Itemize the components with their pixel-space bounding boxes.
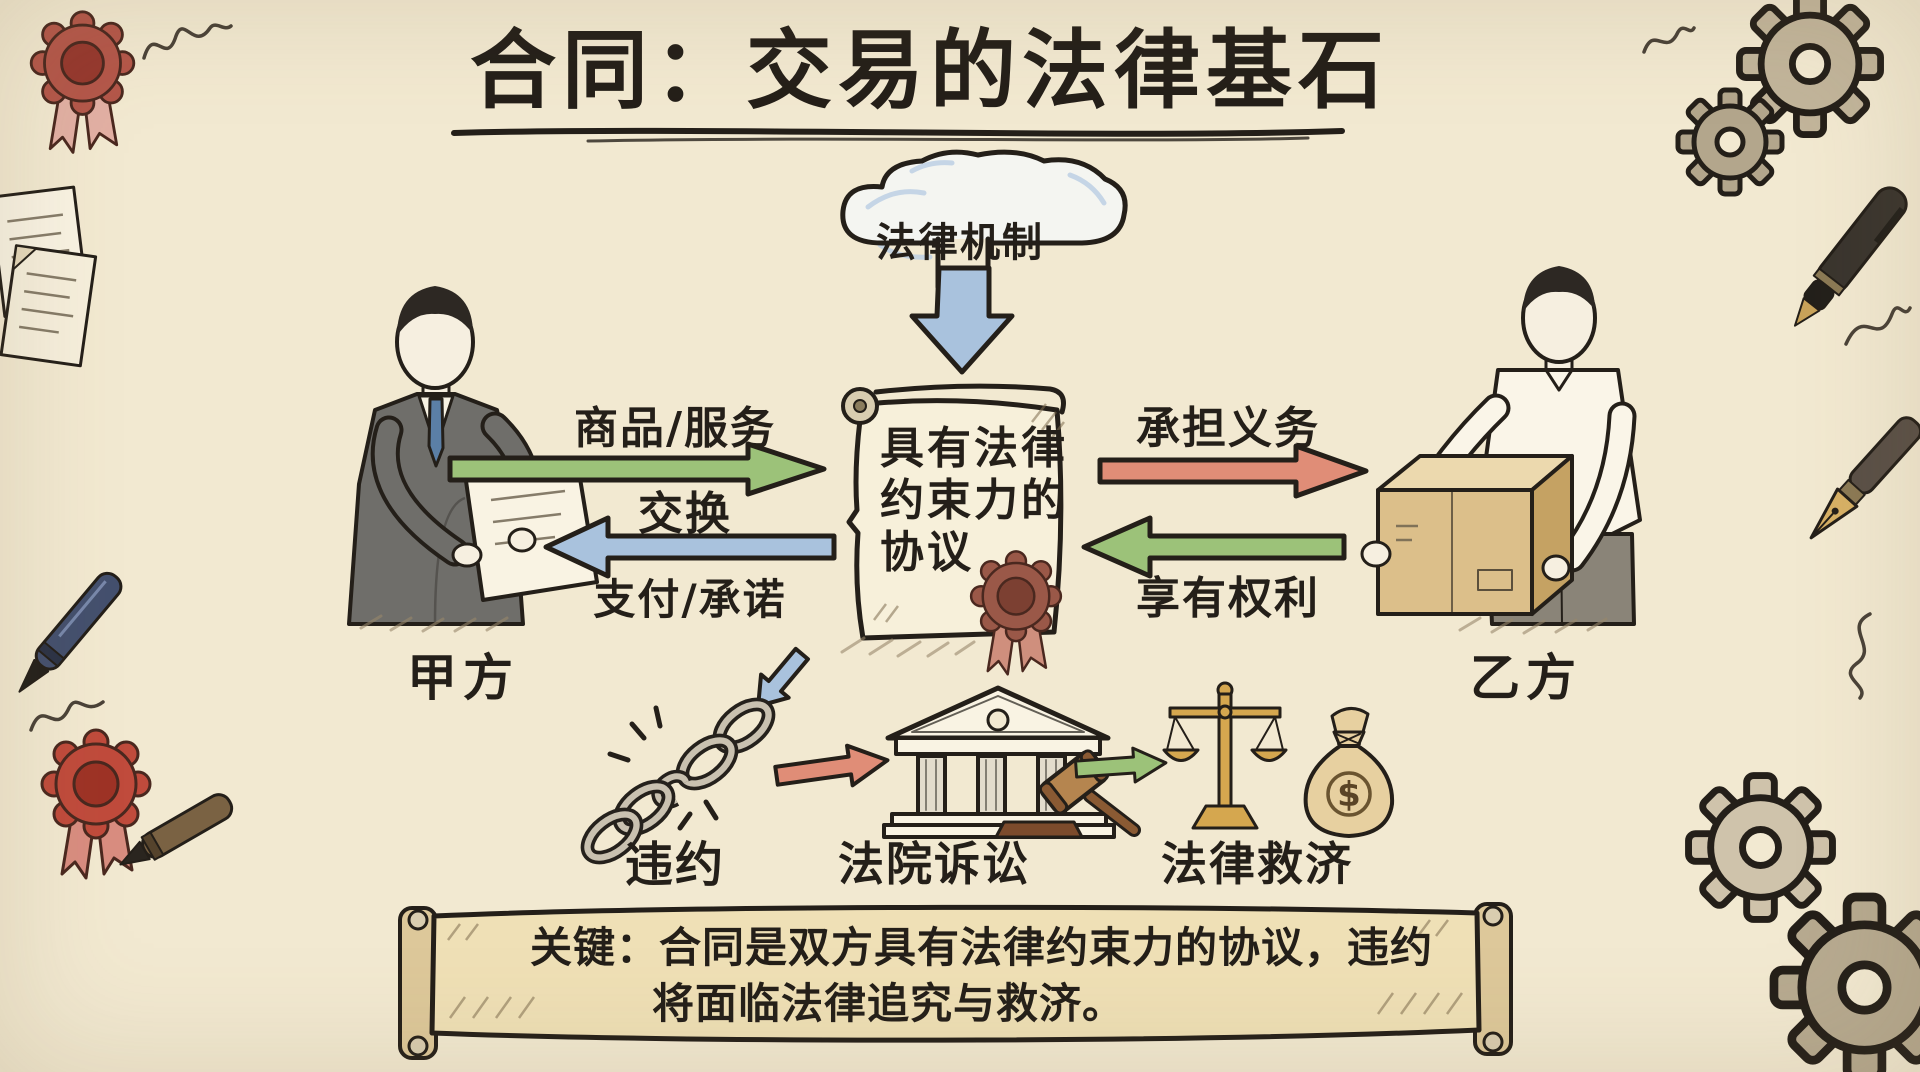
signature-scribble [1848, 612, 1872, 700]
scroll-text-line-1: 具有法律 [880, 423, 1068, 474]
payment-promise-label: 支付/承诺 [593, 575, 787, 624]
court-label: 法院诉讼 [838, 837, 1030, 891]
ground-hatch [840, 636, 976, 658]
breach-label: 违约 [624, 837, 725, 893]
banner-line-1: 关键：合同是双方具有法律约束力的协议，违约 [530, 923, 1434, 972]
courthouse-icon [882, 685, 1141, 839]
remedy-label: 法律救济 [1161, 837, 1353, 891]
litigation-arrow [773, 743, 890, 788]
signature-scribble [1844, 306, 1912, 346]
signature-scribble [1642, 26, 1696, 54]
scales-icon [1162, 681, 1288, 830]
party-b-label: 乙方 [1470, 649, 1582, 707]
dip-pen-icon [1809, 416, 1920, 540]
signature-scribble [29, 700, 105, 732]
down-arrow-icon [909, 265, 1015, 375]
payment-promise-arrow [543, 515, 837, 579]
party-b-figure [1360, 266, 1642, 635]
page-title: 合同：交易的法律基石 [470, 21, 1390, 121]
fountain-pen-icon [119, 793, 234, 866]
wax-seal-icon [969, 550, 1063, 676]
party-a-label: 甲方 [407, 649, 519, 707]
gear-icon [1655, 758, 1920, 1072]
key-banner-scroll [398, 902, 1513, 1060]
scroll-text-line-3: 协议 [880, 527, 974, 578]
goods-services-label: 商品/服务 [573, 403, 777, 454]
scroll-text-line-2: 约束力的 [880, 475, 1068, 526]
broken-chain-icon [594, 682, 794, 852]
dollar-sign: $ [1337, 775, 1361, 815]
goods-services-arrow [447, 441, 827, 497]
document-stack-icon [0, 185, 98, 368]
breach-arrow-icon [756, 646, 810, 709]
remedy-arrow [1074, 746, 1168, 784]
cloud-label: 法律机制 [876, 220, 1044, 266]
obligation-label: 承担义务 [1136, 403, 1320, 454]
signature-scribble [142, 23, 233, 60]
title-underline [451, 127, 1345, 143]
fountain-pen-icon [1793, 186, 1908, 327]
party-a-figure [347, 286, 599, 633]
award-ribbon-icon [29, 10, 136, 154]
obligation-arrow [1097, 443, 1369, 499]
rights-arrow [1081, 515, 1347, 579]
exchange-label: 交换 [637, 487, 732, 540]
money-bag-icon: $ [1303, 707, 1395, 838]
ballpoint-pen-icon [18, 571, 123, 693]
rights-label: 享有权利 [1136, 573, 1320, 624]
banner-line-2: 将面临法律追究与救济。 [652, 979, 1126, 1028]
